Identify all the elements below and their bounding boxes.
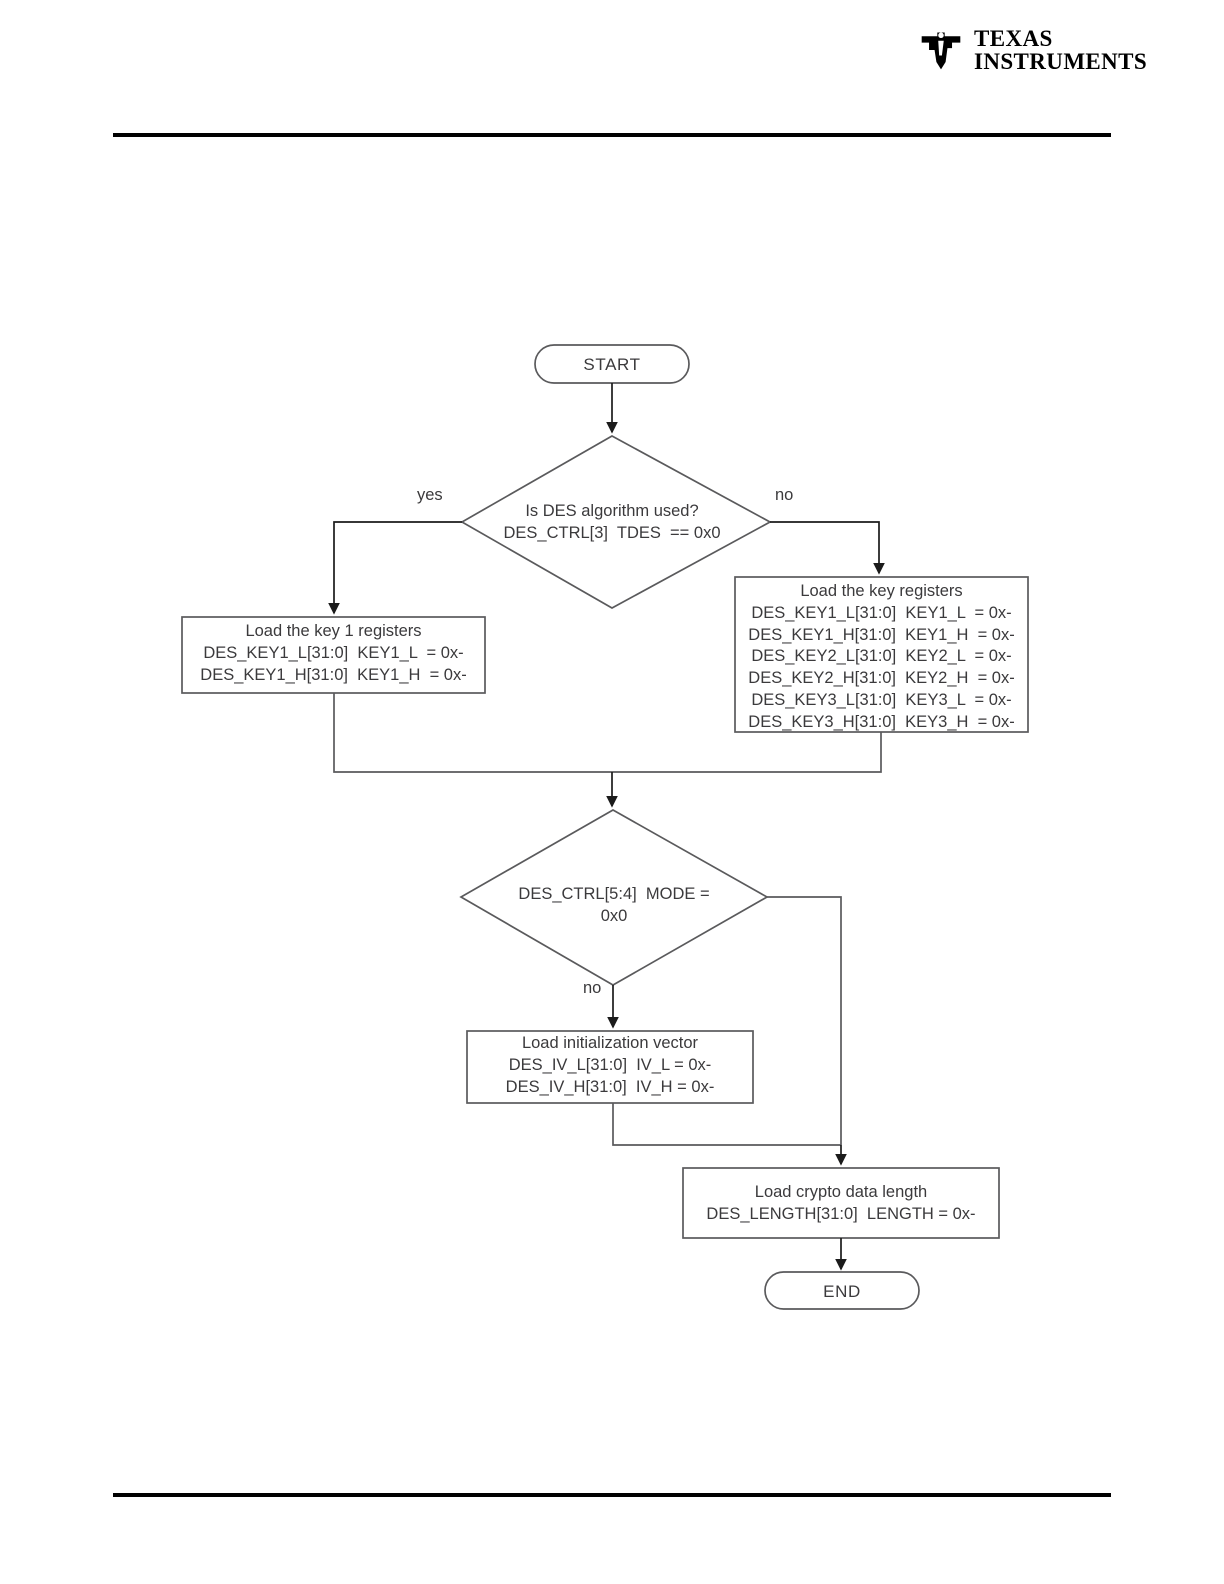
ti-state-mark-icon [921, 32, 961, 70]
node-decision-mode-shape [459, 809, 769, 986]
node-end-shape [764, 1271, 920, 1310]
edge-iv-to-join [612, 1103, 841, 1146]
edge-label-des-yes: yes [417, 486, 443, 504]
node-load-keys-shape [734, 576, 1029, 733]
edge-label-des-no: no [775, 486, 794, 504]
footer-rule [113, 1493, 1111, 1497]
header-rule [113, 133, 1111, 137]
edge-mode-bypass [767, 896, 842, 1145]
node-load-length-shape [682, 1167, 1000, 1239]
node-start-shape [534, 344, 690, 384]
edge-key1-to-merge [333, 693, 612, 773]
node-load-iv-shape [466, 1030, 754, 1104]
logo-line-1: TEXAS [974, 25, 1053, 51]
node-decision-des-shape [460, 435, 772, 609]
node-load-key1-shape [181, 616, 486, 694]
edge-keys-to-merge [612, 732, 882, 773]
edge-des-no [770, 521, 885, 575]
edge-label-mode-no: no [583, 979, 602, 997]
texas-instruments-logo: TEXAS INSTRUMENTS [918, 24, 1147, 76]
logo-line-2: INSTRUMENTS [974, 49, 1148, 74]
edge-des-yes [328, 521, 462, 615]
